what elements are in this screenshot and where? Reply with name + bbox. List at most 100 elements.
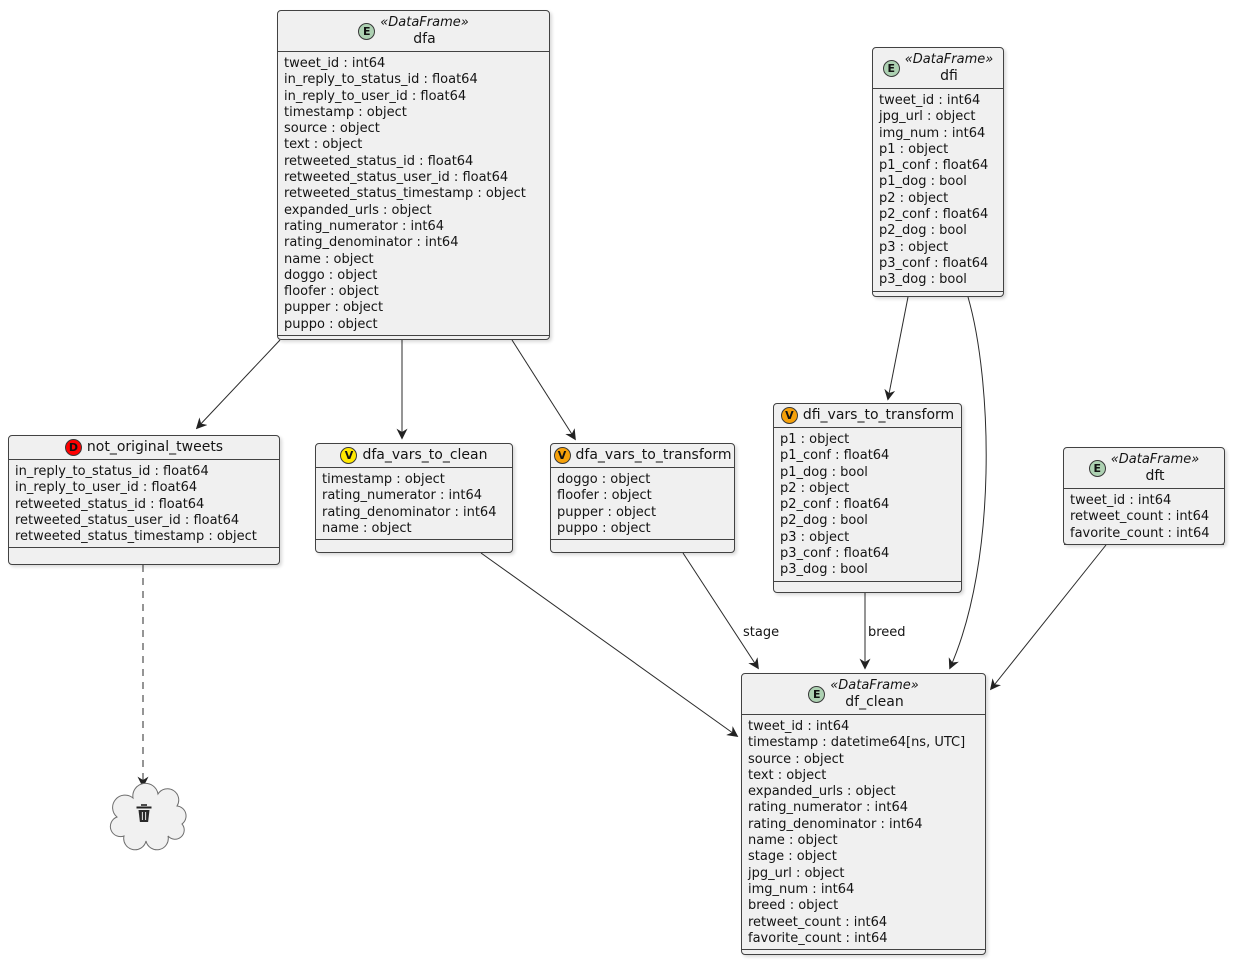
attribute: rating_denominator : int64 <box>284 235 459 251</box>
class-header: D not_original_tweets <box>9 436 279 460</box>
attribute: p2_conf : float64 <box>780 497 890 513</box>
class-name: dfa_vars_to_clean <box>362 447 488 463</box>
attribute: p2 : object <box>780 480 850 496</box>
attribute: timestamp : object <box>284 104 407 120</box>
attribute: p3 : object <box>780 529 850 545</box>
attribute: tweet_id : int64 <box>284 56 386 71</box>
attribute: doggo : object <box>557 472 651 487</box>
attribute: p1_dog : bool <box>879 174 967 190</box>
attribute: p2 : object <box>879 190 949 206</box>
class-name: dfi <box>940 68 958 84</box>
attribute: p1_conf : float64 <box>780 448 890 464</box>
class-header: E «DataFrame» dft <box>1064 448 1224 489</box>
class-name: dfa <box>413 31 436 47</box>
attribute: p1_conf : float64 <box>879 158 989 174</box>
methods-compartment <box>9 547 279 564</box>
attribute: p3_dog : bool <box>780 562 868 578</box>
attribute: retweeted_status_id : float64 <box>284 153 474 169</box>
attribute: p3_conf : float64 <box>780 546 890 562</box>
attribute: p3_conf : float64 <box>879 255 989 271</box>
attribute: p2_dog : bool <box>780 513 868 529</box>
attribute: expanded_urls : object <box>284 202 432 218</box>
class-name: dft <box>1145 468 1165 484</box>
class-name: dfa_vars_to_transform <box>575 447 732 463</box>
attribute: jpg_url : object <box>748 865 845 881</box>
variable-badge-icon: V <box>553 447 571 464</box>
attribute: rating_denominator : int64 <box>322 504 497 520</box>
class-name: not_original_tweets <box>86 439 224 455</box>
variable-badge-icon: V <box>780 407 798 424</box>
attribute: timestamp : datetime64[ns, UTC] <box>748 735 966 751</box>
attribute: floofer : object <box>557 488 652 504</box>
attribute: timestamp : object <box>322 472 445 487</box>
attribute: p3_dog : bool <box>879 272 967 288</box>
attribute: in_reply_to_status_id : float64 <box>284 72 478 88</box>
attribute: p1 : object <box>879 141 949 157</box>
edge-dfa-vars-to-clean-to-df-clean <box>480 552 739 737</box>
variable-badge-icon: V <box>340 447 358 464</box>
attribute: p3 : object <box>879 239 949 255</box>
attribute: retweeted_status_user_id : float64 <box>15 512 240 528</box>
stereotype: «DataFrame» <box>380 15 469 30</box>
entity-badge-icon: E <box>358 22 376 40</box>
stereotype: «DataFrame» <box>830 678 919 693</box>
stereotype: «DataFrame» <box>904 52 994 67</box>
edge-dfa-vars-to-transform-to-df-clean <box>682 552 759 670</box>
attribute: img_num : int64 <box>879 125 986 141</box>
attribute: in_reply_to_user_id : float64 <box>15 480 198 496</box>
attribute: retweeted_status_timestamp : object <box>15 529 257 545</box>
trash-icon <box>136 804 152 822</box>
stereotype: «DataFrame» <box>1110 452 1200 467</box>
methods-compartment <box>1064 543 1224 551</box>
attribute: retweeted_status_id : float64 <box>15 496 205 512</box>
attribute: in_reply_to_user_id : float64 <box>284 88 467 104</box>
methods-compartment <box>551 539 734 552</box>
attribute: rating_denominator : int64 <box>748 816 923 832</box>
attribute: doggo : object <box>284 267 378 283</box>
edge-label-breed: breed <box>868 625 906 640</box>
attribute: stage : object <box>748 849 837 865</box>
class-header: V dfa_vars_to_transform <box>551 444 734 468</box>
attribute: retweet_count : int64 <box>1070 509 1210 525</box>
attribute: puppo : object <box>557 520 651 536</box>
methods-compartment <box>316 539 512 552</box>
attribute: in_reply_to_status_id : float64 <box>15 464 209 479</box>
methods-compartment <box>873 290 1003 298</box>
class-header: E «DataFrame» df_clean <box>742 674 985 715</box>
attribute: name : object <box>322 520 412 536</box>
edge-dft-to-df-clean <box>989 544 1107 691</box>
attribute: text : object <box>284 137 363 153</box>
attribute: rating_numerator : int64 <box>322 488 482 504</box>
attribute: favorite_count : int64 <box>748 930 888 946</box>
attribute: puppo : object <box>284 316 378 332</box>
attribute: breed : object <box>748 898 839 914</box>
attribute: retweeted_status_timestamp : object <box>284 186 526 202</box>
attribute: tweet_id : int64 <box>1070 493 1172 508</box>
edge-dfa-to-not-original-tweets <box>195 339 281 430</box>
attribute: tweet_id : int64 <box>879 93 981 108</box>
attribute: retweet_count : int64 <box>748 914 888 930</box>
attribute: p1_dog : bool <box>780 464 868 480</box>
attribute: tweet_id : int64 <box>748 719 850 734</box>
attribute: retweeted_status_user_id : float64 <box>284 170 509 186</box>
edge-dfi-to-dfi-vars-to-transform <box>884 296 909 401</box>
entity-badge-icon: E <box>808 685 826 703</box>
attribute: pupper : object <box>557 504 657 520</box>
attribute: text : object <box>748 767 827 783</box>
attribute: pupper : object <box>284 300 384 316</box>
attribute: jpg_url : object <box>879 109 976 125</box>
methods-compartment <box>774 580 961 592</box>
deleted-badge-icon: D <box>64 439 82 456</box>
class-name: df_clean <box>845 694 904 710</box>
